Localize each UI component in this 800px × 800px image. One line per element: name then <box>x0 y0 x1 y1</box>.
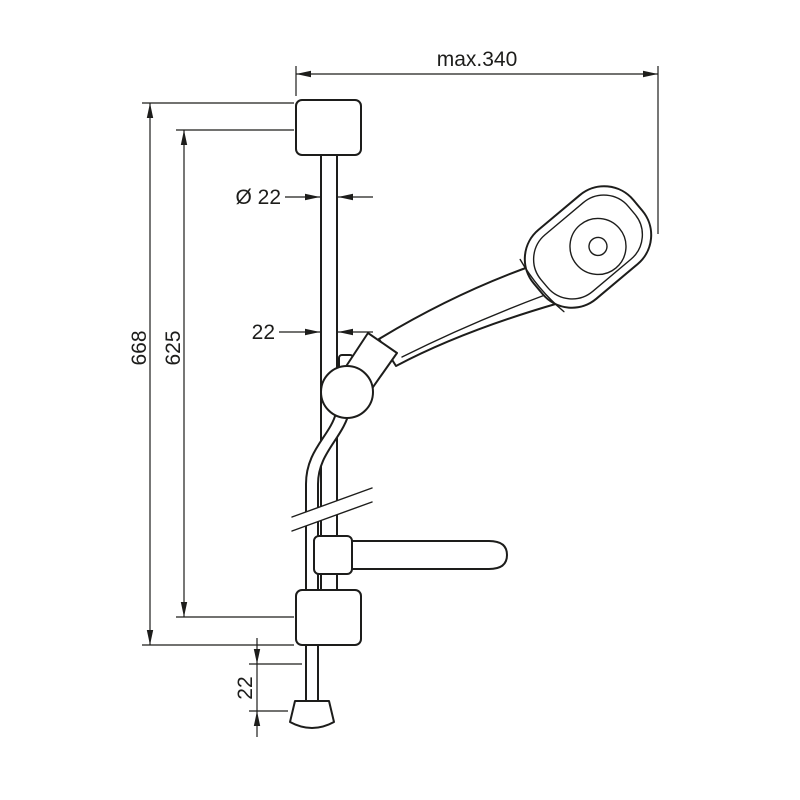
dimension-overall-height: 668 <box>128 102 294 646</box>
dimension-slider-width: 22 <box>252 321 373 344</box>
dim-label-max-width: max.340 <box>437 48 518 71</box>
wall-bracket-top <box>295 99 362 156</box>
rail-break-marks <box>291 487 373 532</box>
dimension-bottom-clearance: 22 <box>234 638 302 737</box>
wall-bracket-bottom <box>295 589 362 646</box>
soap-dish <box>313 535 508 575</box>
dimension-max-width: max.340 <box>295 48 659 234</box>
hand-shower-head <box>519 185 653 313</box>
dim-label-bar-length: 625 <box>162 330 185 365</box>
dim-label-bottom-clearance: 22 <box>234 676 257 699</box>
dimension-rail-diameter: Ø 22 <box>235 186 373 209</box>
dim-label-slider-width: 22 <box>252 321 275 344</box>
dim-label-rail-diameter: Ø 22 <box>235 186 281 209</box>
dimension-bar-length: 625 <box>162 129 294 618</box>
dim-label-overall-height: 668 <box>128 330 151 365</box>
hose-cone-nut <box>289 700 335 729</box>
slider-holder <box>320 365 374 419</box>
